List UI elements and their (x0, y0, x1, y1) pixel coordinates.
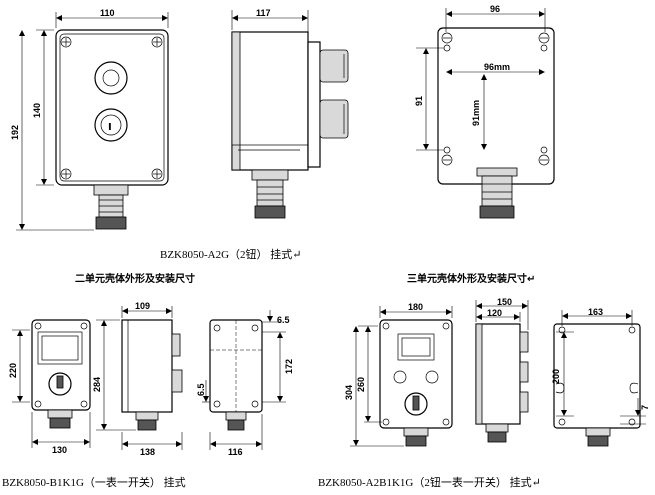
dim-192: 192 (10, 125, 20, 140)
dim-91: 91 (414, 96, 424, 106)
caption-a2g: BZK8050-A2G（2钮） 挂式↵ (160, 247, 302, 261)
a2b1k1g-front-view: 180 304 260 (344, 302, 453, 447)
dim-180: 180 (408, 302, 423, 312)
heading-three-unit: 三单元壳体外形及安装尺寸↵ (407, 272, 535, 285)
dim-138: 138 (140, 447, 155, 457)
a2b1k1g-mounting-view: 163 200 7 (551, 307, 650, 447)
a2b1k1g-side-view: 150 120 (475, 297, 529, 443)
heading-two-unit: 二单元壳体外形及安装尺寸 (75, 272, 195, 285)
dim-120: 120 (487, 308, 502, 318)
a2g-front-view: I 110 140 192 (10, 8, 169, 231)
dim-96mm: 96mm (484, 62, 510, 72)
button-bottom (94, 108, 128, 142)
indicator-mark: I (108, 122, 112, 133)
caption-b1k1g: BZK8050-B1K1G（一表一开关） 挂式 (2, 475, 186, 489)
a2g-mounting-view: 96 96mm 91 91mm (414, 4, 555, 219)
dim-220: 220 (8, 363, 18, 378)
dim-284: 284 (92, 377, 102, 392)
dim-96: 96 (490, 4, 500, 14)
dim-163: 163 (588, 307, 603, 317)
dim-130: 130 (52, 445, 67, 455)
dim-150: 150 (497, 297, 512, 307)
dim-109: 109 (135, 301, 150, 311)
dim-140: 140 (32, 103, 42, 118)
dim-116: 116 (228, 447, 243, 457)
dim-91mm: 91mm (471, 100, 481, 126)
dim-304: 304 (344, 385, 354, 400)
dim-200: 200 (551, 369, 561, 384)
dim-6-5-bottom: 6.5 (196, 383, 206, 396)
dim-7: 7 (640, 405, 650, 410)
dim-117: 117 (256, 8, 271, 18)
dim-172: 172 (284, 359, 294, 374)
dim-110: 110 (100, 8, 115, 18)
dim-260: 260 (356, 377, 366, 392)
a2g-side-view: 117 (231, 8, 349, 219)
caption-a2b1k1g: BZK8050-A2B1K1G（2钮一表一开关） 挂式↵ (318, 475, 541, 489)
b1k1g-mounting-view: 6.5 172 6.5 116 (196, 310, 294, 457)
b1k1g-side-view: 109 284 138 (92, 301, 183, 457)
dim-6-5-top: 6.5 (277, 315, 290, 325)
button-top (94, 61, 128, 95)
b1k1g-front-view: 220 130 (8, 319, 91, 455)
